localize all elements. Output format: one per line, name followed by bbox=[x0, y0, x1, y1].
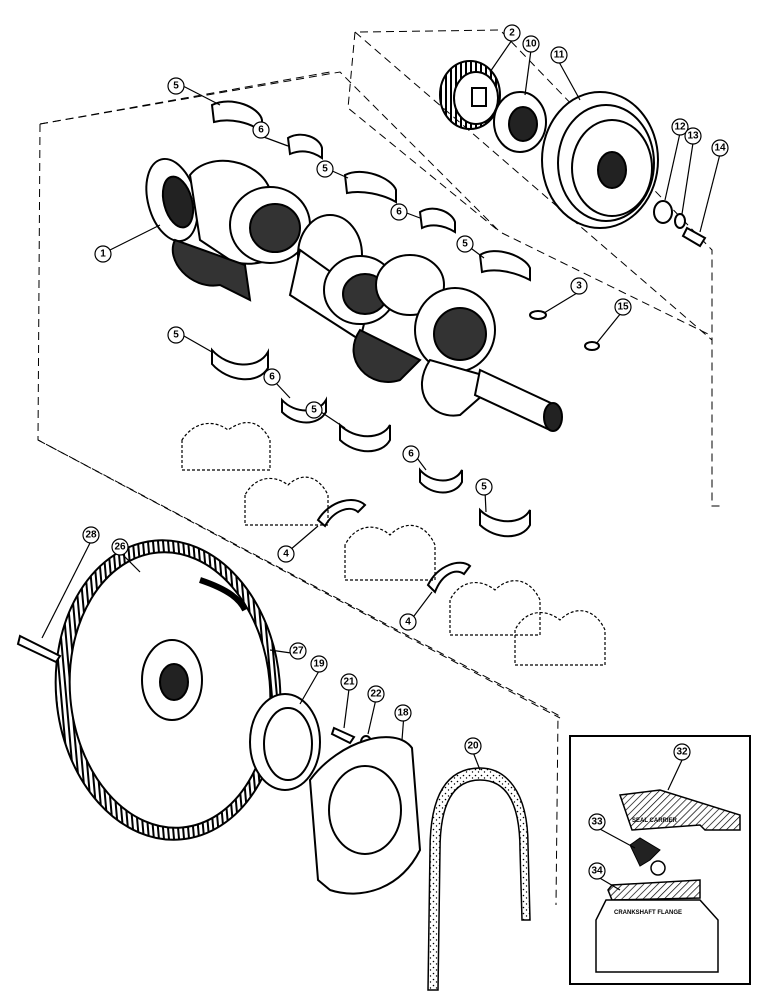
callout-3: 3 bbox=[576, 281, 582, 292]
callout-5: 5 bbox=[481, 482, 487, 493]
callout-1: 1 bbox=[100, 249, 106, 260]
callout-5: 5 bbox=[173, 330, 179, 341]
rod-bearing-upper-2 bbox=[418, 207, 456, 234]
callout-28: 28 bbox=[85, 530, 97, 541]
callout-4: 4 bbox=[283, 549, 289, 560]
main-caps-outline bbox=[37, 71, 713, 719]
callout-13: 13 bbox=[687, 131, 699, 142]
callout-21: 21 bbox=[343, 677, 355, 688]
main-cap-1 bbox=[181, 422, 271, 471]
callout-5: 5 bbox=[173, 81, 179, 92]
rear-oil-seal bbox=[249, 693, 321, 791]
main-bearing-upper-2 bbox=[343, 170, 397, 204]
callout-4: 4 bbox=[405, 617, 411, 628]
main-bearing-lower-3 bbox=[479, 507, 531, 538]
seal-carrier bbox=[308, 736, 422, 895]
callout-6: 6 bbox=[396, 207, 402, 218]
flywheel-bolt bbox=[16, 634, 62, 664]
pulley-washer bbox=[653, 200, 673, 224]
callout-26: 26 bbox=[114, 542, 126, 553]
callout-15: 15 bbox=[617, 302, 629, 313]
flywheel bbox=[54, 539, 282, 841]
callout-19: 19 bbox=[313, 659, 325, 670]
callout-6: 6 bbox=[269, 372, 275, 383]
callout-20: 20 bbox=[467, 741, 479, 752]
callout-6: 6 bbox=[408, 449, 414, 460]
seal-carrier-label: SEAL CARRIER bbox=[632, 818, 678, 824]
callout-33: 33 bbox=[591, 817, 603, 828]
pulley-key bbox=[584, 341, 600, 351]
main-bearing-lower-1 bbox=[211, 347, 269, 381]
thrust-washer-2 bbox=[426, 561, 472, 594]
callout-14: 14 bbox=[714, 143, 726, 154]
callout-22: 22 bbox=[370, 689, 382, 700]
callout-32: 32 bbox=[676, 747, 688, 758]
pulley-lockwasher bbox=[674, 213, 686, 229]
callout-5: 5 bbox=[462, 239, 468, 250]
main-bearing-upper-3 bbox=[478, 250, 531, 282]
callout-12: 12 bbox=[674, 122, 686, 133]
crankshaft-group-outline bbox=[37, 31, 720, 906]
main-cap-2 bbox=[244, 476, 329, 526]
main-cap-3 bbox=[344, 524, 436, 581]
thrust-washer-1 bbox=[316, 499, 367, 528]
rear-gasket bbox=[427, 767, 531, 991]
callout-10: 10 bbox=[525, 39, 537, 50]
rod-bearing-lower-2 bbox=[419, 467, 463, 494]
timing-gear bbox=[439, 60, 501, 130]
main-cap-4 bbox=[449, 580, 541, 636]
callout-5: 5 bbox=[311, 405, 317, 416]
crankshaft-flange-label: CRANKSHAFT FLANGE bbox=[614, 910, 682, 916]
callout-5: 5 bbox=[322, 164, 328, 175]
crankshaft bbox=[145, 157, 563, 432]
callout-34: 34 bbox=[591, 866, 603, 877]
front-oil-seal bbox=[493, 91, 547, 153]
rod-bearing-upper-1 bbox=[286, 133, 323, 160]
callout-18: 18 bbox=[397, 708, 409, 719]
callout-6: 6 bbox=[258, 125, 264, 136]
seal-carrier-bolt bbox=[330, 726, 356, 745]
callout-27: 27 bbox=[292, 646, 304, 657]
pulley-bolt bbox=[681, 226, 707, 248]
crankshaft-nose bbox=[473, 368, 557, 432]
gear-key bbox=[529, 310, 547, 320]
main-bearing-lower-2 bbox=[339, 422, 391, 453]
callout-11: 11 bbox=[554, 50, 565, 61]
seal-detail-inset: SEAL CARRIER CRANKSHAFT FLANGE bbox=[569, 735, 751, 985]
crankshaft-pulley bbox=[541, 91, 659, 229]
main-cap-5 bbox=[514, 610, 606, 666]
callout-2: 2 bbox=[509, 28, 515, 39]
